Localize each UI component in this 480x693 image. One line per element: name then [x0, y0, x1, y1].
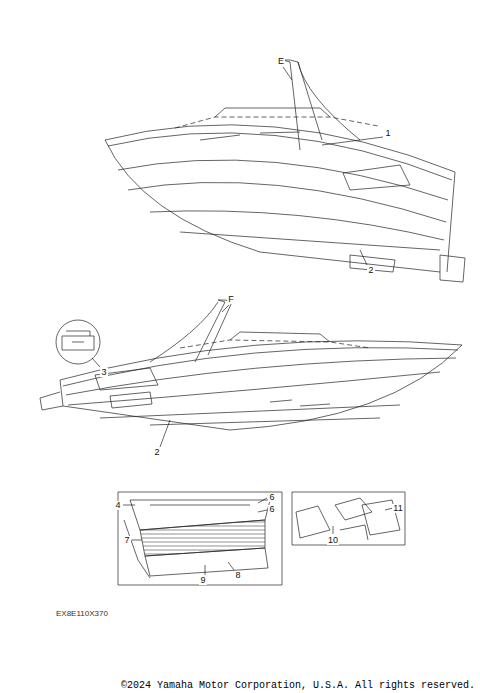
callout-number: 9 [199, 576, 206, 585]
callout-number: 2 [367, 266, 374, 275]
callout-number: 1 [384, 129, 391, 138]
callout-number: 2 [153, 448, 160, 457]
callout-number: 7 [123, 536, 130, 545]
callout-number: F [227, 295, 235, 304]
callout-number: 6 [268, 505, 275, 514]
drawing-code: EX8E110X370 [55, 610, 109, 618]
top-boat [105, 60, 465, 282]
seat-inset [292, 492, 405, 545]
callout-number: 4 [114, 501, 121, 510]
leader-lines [92, 67, 393, 575]
callout-number: E [277, 57, 285, 66]
copyright-note: ©2024 Yamaha Motor Corporation, U.S.A. A… [120, 681, 476, 691]
callout-number: 10 [327, 536, 339, 545]
console-inset [118, 492, 282, 585]
callout-number: 8 [234, 571, 241, 580]
bottom-boat [40, 300, 462, 430]
callout-number: 3 [100, 368, 107, 377]
callout-number: 6 [268, 493, 275, 502]
callout-number: 11 [392, 504, 403, 513]
